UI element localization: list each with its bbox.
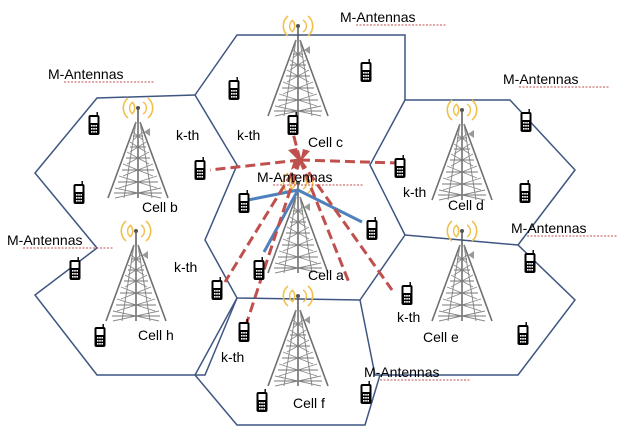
phone-icon <box>287 112 299 135</box>
kth-label: k-th <box>221 349 244 365</box>
phone-icon <box>69 257 81 280</box>
interference-links <box>209 132 398 326</box>
phone-icon <box>394 155 406 178</box>
tower-icon <box>267 285 329 387</box>
phone-icon <box>238 319 250 342</box>
tower-icon <box>431 220 493 322</box>
kth-label: k-th <box>176 127 199 143</box>
cell-label-f: Cell f <box>293 395 325 411</box>
phone-icon <box>360 381 372 404</box>
phone-icon <box>253 257 265 280</box>
antenna-label-c: M-Antennas <box>340 9 415 25</box>
phone-icon <box>520 109 532 132</box>
phone-icon <box>519 180 531 203</box>
cell-c-boundary <box>194 34 406 100</box>
cell-label-a: Cell a <box>308 267 344 283</box>
antenna-label-d: M-Antennas <box>503 71 578 87</box>
kth-label: k-th <box>237 127 260 143</box>
phone-icon <box>366 217 378 240</box>
cell-h-boundary <box>33 247 238 376</box>
phone-icon <box>194 157 206 180</box>
cell-b-boundary <box>34 94 196 249</box>
phone-icon <box>228 77 240 100</box>
tower-icon <box>431 99 493 201</box>
spellcheck-underlines <box>23 24 617 381</box>
cell-f-boundary <box>194 297 381 426</box>
cell-label-h: Cell h <box>138 327 174 343</box>
antenna-label-a: M-Antennas <box>257 169 332 185</box>
phone-icon <box>238 190 250 213</box>
cell-d-boundary <box>405 99 576 246</box>
antenna-labels: M-Antennas M-Antennas M-Antennas M-Anten… <box>7 9 586 380</box>
tower-icon <box>105 220 167 322</box>
phone-icon <box>88 112 100 135</box>
link-arrowheads <box>288 148 310 170</box>
cell-label-d: Cell d <box>448 197 484 213</box>
phone-icon <box>401 282 413 305</box>
antenna-label-e: M-Antennas <box>511 220 586 236</box>
phone-icon <box>73 181 85 204</box>
phone-icon <box>256 389 268 412</box>
tower-icon <box>267 15 329 117</box>
cell-label-e: Cell e <box>423 329 459 345</box>
cell-label-c: Cell c <box>308 134 343 150</box>
phone-icon <box>517 322 529 345</box>
kth-label: k-th <box>397 309 420 325</box>
antenna-label-h: M-Antennas <box>7 232 82 248</box>
phone-icon <box>211 277 223 300</box>
phone-icon <box>360 59 372 82</box>
tower-icon <box>107 97 169 199</box>
cell-label-b: Cell b <box>142 199 178 215</box>
kth-label: k-th <box>174 259 197 275</box>
phone-icon <box>94 324 106 347</box>
antenna-label-f: M-Antennas <box>364 364 439 380</box>
antenna-label-b: M-Antennas <box>48 66 123 82</box>
cell-labels: Cell c Cell b Cell d Cell a Cell h Cell … <box>138 134 484 411</box>
cell-e-boundary <box>359 234 577 376</box>
kth-labels: k-th k-th k-th k-th k-th k-th <box>174 127 426 365</box>
kth-label: k-th <box>403 184 426 200</box>
phone-icon <box>524 250 536 273</box>
